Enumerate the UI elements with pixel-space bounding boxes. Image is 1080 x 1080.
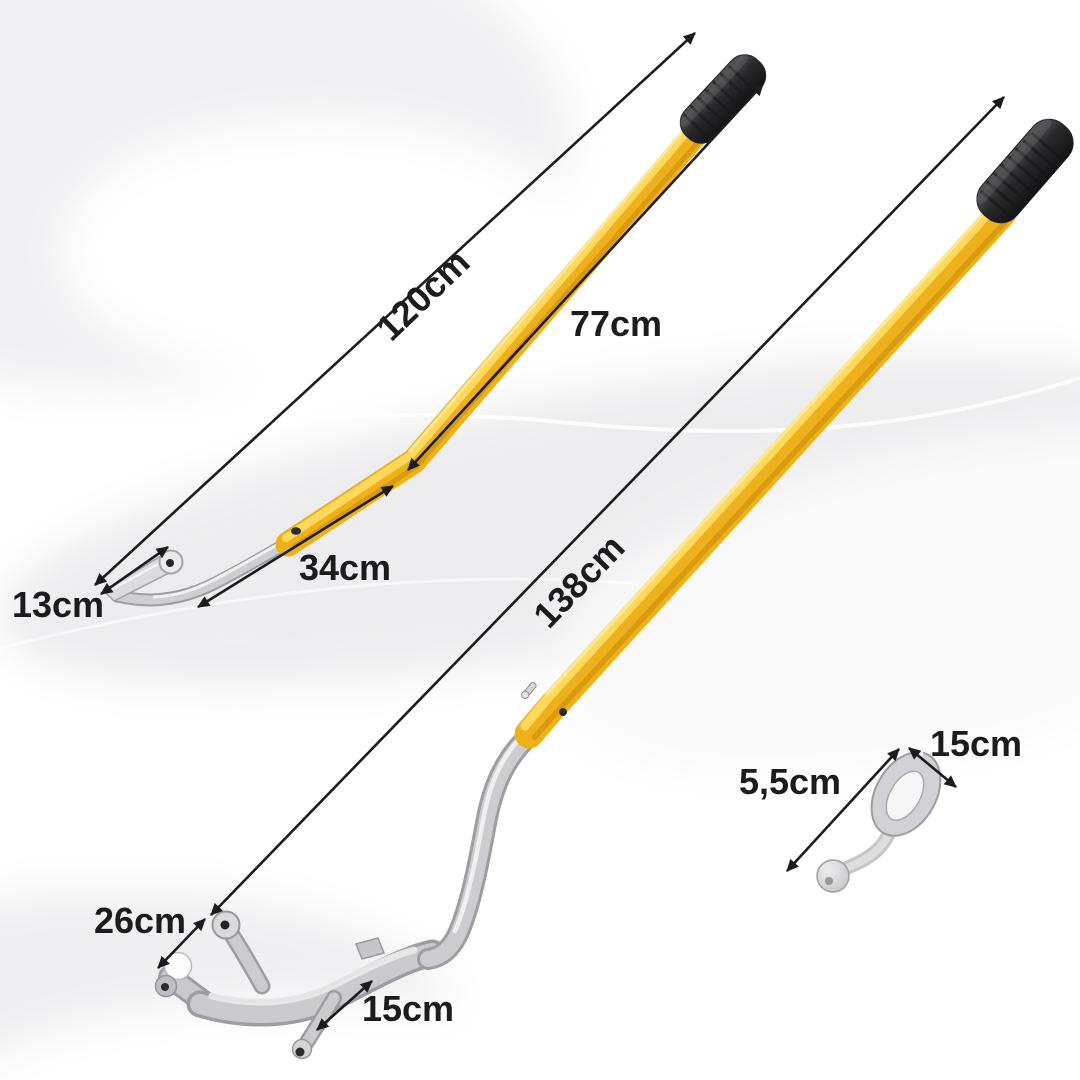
dim-line-tool2-arm (316, 980, 373, 1031)
dimension-arrows (94, 32, 1005, 1031)
dim-label-tool2-arm: 15cm (362, 988, 454, 1029)
part-tail-dimple (825, 877, 833, 885)
dim-label-tool2-head: 26cm (94, 900, 186, 941)
head-lower-arm-hole (295, 1047, 305, 1057)
dim-line-tool1-hook (100, 545, 169, 596)
dim-label-part-depth: 5,5cm (739, 761, 841, 802)
dim-line-tool2-total (210, 96, 1005, 916)
hook-pivot-hole (166, 559, 174, 567)
dim-line-part-depth (786, 748, 900, 872)
dim-label-tool1-handle: 77cm (570, 303, 662, 344)
head-pivot-hole (220, 920, 230, 930)
part-tail-knob (816, 859, 850, 893)
dim-label-part-width: 15cm (930, 723, 1022, 764)
dim-label-tool1-hook: 13cm (12, 584, 104, 625)
dim-line-tool2-head (157, 918, 206, 969)
dim-label-tool1-neck: 34cm (299, 547, 391, 588)
dim-line-part-width (908, 746, 957, 789)
pole-pin-hole (291, 527, 301, 535)
head-tab (354, 937, 386, 960)
pole-pin-hole (559, 708, 567, 716)
head-end-cap-hole (161, 983, 169, 991)
